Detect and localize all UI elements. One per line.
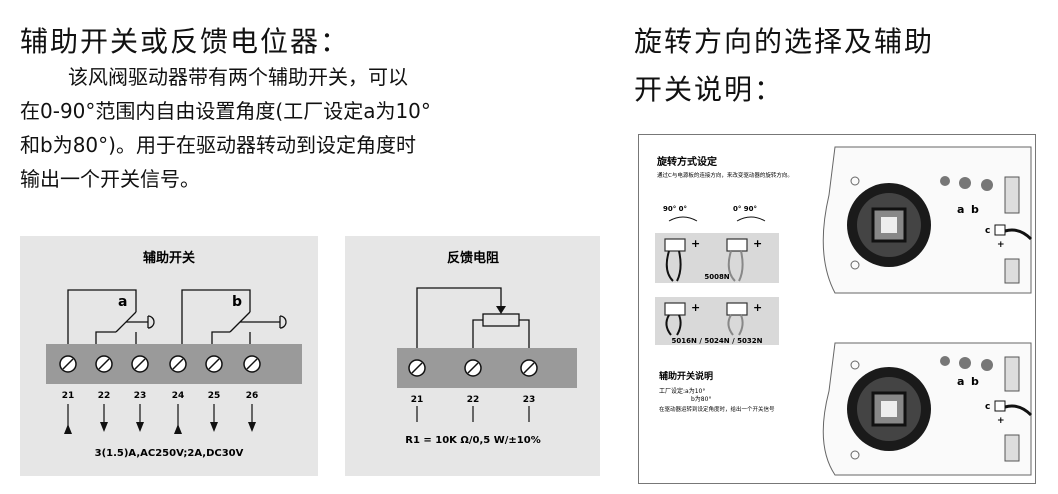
- para-line-2: 在0-90°范围内自由设置角度(工厂设定a为10°: [20, 99, 431, 123]
- screw-slot: [134, 358, 146, 370]
- factory-setting-b: b为80°: [691, 395, 711, 403]
- screw-slot: [62, 358, 74, 370]
- aux-info-title: 辅助开关说明: [659, 370, 713, 382]
- arrow-up-icon: [64, 404, 72, 434]
- left-paragraph: 该风阀驱动器带有两个辅助开关，可以 在0-90°范围内自由设置角度(工厂设定a为…: [20, 60, 560, 196]
- label-c-2: c: [985, 402, 990, 412]
- label-a-2: a: [957, 375, 964, 388]
- arrow-down-icon: [248, 404, 256, 432]
- plus-6: +: [997, 416, 1005, 426]
- para-line-3: 和b为80°)。用于在驱动器转动到设定角度时: [20, 133, 416, 157]
- feedback-diagram: 反馈电阻 21 22 23 R1 = 10K Ω/0,5 W/±10%: [397, 250, 577, 446]
- plus-5: +: [997, 240, 1005, 250]
- screw-slot: [208, 358, 220, 370]
- actuator-photo: 旋转方式设定 通过C与电源板的连接方向，来改变驱动器的旋转方向。 90° 0° …: [638, 134, 1036, 484]
- switch-b-label: b: [232, 294, 242, 310]
- aux-terminal-label: 21: [62, 391, 75, 401]
- label-c-1: c: [985, 226, 990, 236]
- actuator-illustration: 旋转方式设定 通过C与电源板的连接方向，来改变驱动器的旋转方向。 90° 0° …: [655, 146, 1033, 476]
- aux-info-desc: 在驱动器运转到设定角度时，给出一个开关信号: [659, 405, 775, 413]
- model-2: 5016N / 5024N / 5032N: [672, 337, 763, 345]
- screw-slot: [98, 358, 110, 370]
- model-1: 5008N: [704, 273, 729, 281]
- aux-switch-panel: 辅助开关 a b 21 22 23 24 25 26 3(1.5)A,AC250V;2A,…: [20, 236, 318, 476]
- arrow-up-icon: [174, 404, 182, 434]
- label-b-2: b: [971, 375, 979, 388]
- plus-4: +: [753, 301, 762, 314]
- para-line-4: 输出一个开关信号。: [20, 167, 200, 191]
- angle-right: 0° 90°: [733, 205, 757, 213]
- factory-setting: 工厂设定:a为10°: [659, 387, 705, 395]
- switch-a-label: a: [118, 294, 127, 310]
- screw-slot: [246, 358, 258, 370]
- screw-slot: [523, 362, 535, 374]
- plus-3: +: [691, 301, 700, 314]
- plus-2: +: [753, 237, 762, 250]
- fb-terminal-label: 22: [467, 395, 480, 405]
- screw-slot: [411, 362, 423, 374]
- actuator-bottom: a b c +: [822, 342, 1033, 476]
- right-title-line2: 开关说明：: [634, 73, 785, 106]
- arrow-down-icon: [100, 404, 108, 432]
- fb-title: 反馈电阻: [447, 250, 499, 266]
- label-a-1: a: [957, 203, 964, 216]
- arrow-down-icon: [210, 404, 218, 432]
- fb-spec: R1 = 10K Ω/0,5 W/±10%: [405, 435, 541, 446]
- aux-rating: 3(1.5)A,AC250V;2A,DC30V: [95, 448, 244, 459]
- rot-title: 旋转方式设定: [656, 155, 717, 168]
- fb-terminal-label: 21: [411, 395, 424, 405]
- screw-slot: [172, 358, 184, 370]
- aux-terminal-label: 24: [172, 391, 185, 401]
- arrow-down-icon: [136, 404, 144, 432]
- fb-terminal-block: [397, 348, 577, 388]
- aux-terminal-label: 25: [208, 391, 221, 401]
- actuator-top: a b c +: [822, 146, 1033, 294]
- right-title-line1: 旋转方向的选择及辅助: [634, 25, 935, 58]
- fb-terminal-label: 23: [523, 395, 536, 405]
- label-b-1: b: [971, 203, 979, 216]
- rot-sub: 通过C与电源板的连接方向，来改变驱动器的旋转方向。: [657, 171, 793, 179]
- aux-terminal-label: 22: [98, 391, 111, 401]
- aux-terminal-label: 23: [134, 391, 147, 401]
- left-title: 辅助开关或反馈电位器：: [20, 25, 351, 58]
- feedback-panel: 反馈电阻 21 22 23 R1 = 10K Ω/0,5 W/±10%: [345, 236, 600, 476]
- plus-1: +: [691, 237, 700, 250]
- para-line-1: 该风阀驱动器带有两个辅助开关，可以: [68, 65, 408, 89]
- aux-title: 辅助开关: [143, 250, 195, 266]
- aux-switch-diagram: 辅助开关 a b 21 22 23 24 25 26 3(1.5)A,AC250V;2A,…: [46, 250, 302, 459]
- aux-terminal-label: 26: [246, 391, 259, 401]
- screw-slot: [467, 362, 479, 374]
- angle-left: 90° 0°: [663, 205, 687, 213]
